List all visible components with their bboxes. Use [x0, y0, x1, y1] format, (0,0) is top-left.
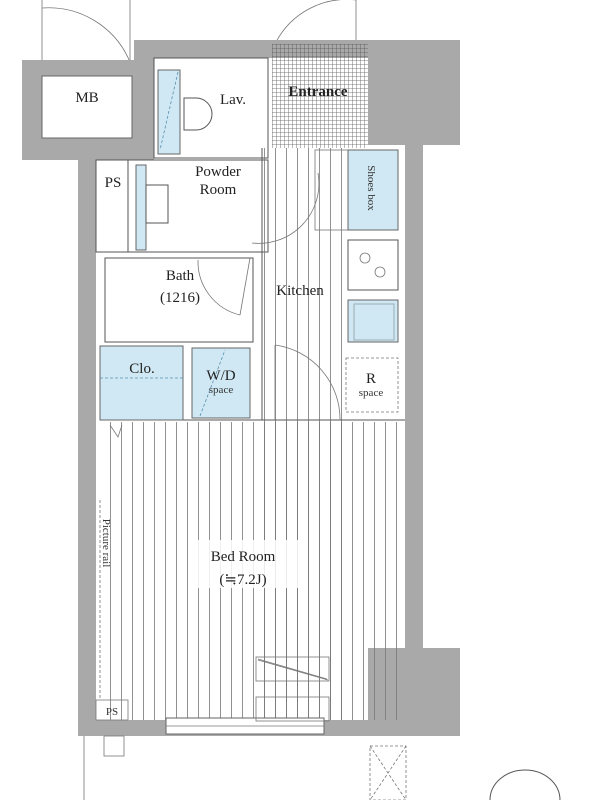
room-label-kitchen: Kitchen: [276, 283, 324, 299]
room-label-bath-1: Bath: [166, 268, 195, 284]
room-label-shoes-box: Shoes box: [365, 165, 377, 211]
room-label-closet: Clo.: [129, 361, 154, 377]
room-label-bath-2: (1216): [160, 290, 200, 306]
room-label-lav: Lav.: [220, 92, 246, 108]
room-label-bedroom-1: Bed Room: [211, 549, 276, 565]
interior-lines: [83, 57, 561, 800]
room-label-wd-2: space: [209, 384, 234, 396]
room-label-r-2: space: [359, 387, 384, 399]
room-label-mb: MB: [75, 90, 98, 106]
room-label-entrance: Entrance: [288, 84, 348, 100]
room-label-powder-1: Powder: [195, 164, 241, 180]
entrance-floor: [272, 44, 368, 148]
closet: [99, 345, 184, 421]
shoes-box: [347, 149, 399, 231]
exterior-doors: [41, 0, 357, 63]
room-label-powder-2: Room: [200, 182, 237, 198]
room-label-wd-1: W/D: [206, 368, 235, 384]
fixtures: [95, 69, 399, 721]
room-label-bedroom-2: (≒7.2J): [219, 572, 266, 588]
label-picture-rail: Picture rail: [100, 519, 112, 568]
room-label-ps: PS: [105, 175, 122, 191]
room-label-ps-bottom: PS: [106, 706, 118, 718]
room-label-r-1: R: [366, 371, 376, 387]
